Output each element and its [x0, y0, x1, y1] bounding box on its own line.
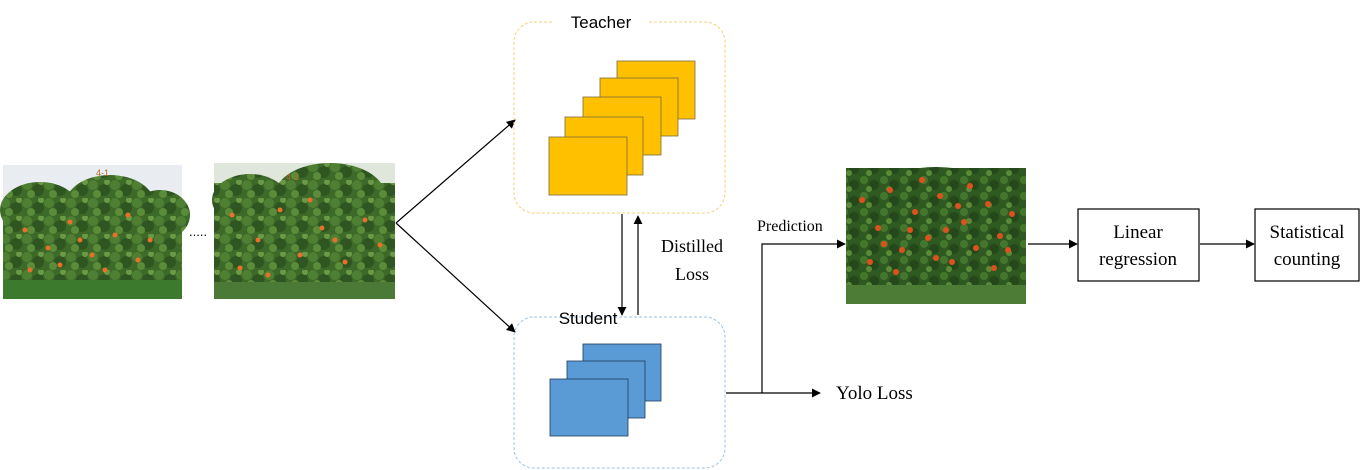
statistical-counting-box: Statistical counting — [1254, 208, 1360, 282]
student-model: Student — [513, 309, 726, 469]
orchard-photo-1: 4-1 — [0, 165, 190, 299]
arrow-to-student — [395, 222, 516, 333]
image-tag-2: 4-1 — [286, 172, 299, 182]
image-sequence-ellipsis: ..... — [189, 224, 207, 239]
arrow-to-teacher — [395, 119, 516, 224]
linear-regression-line1: Linear — [1113, 222, 1163, 243]
prediction-label: Prediction — [757, 218, 823, 235]
image-tag-1: 4-1 — [96, 168, 109, 178]
student-layer-stack — [549, 343, 662, 437]
teacher-layer-stack — [548, 60, 696, 196]
student-label: Student — [559, 309, 618, 328]
linear-regression-line2: regression — [1099, 249, 1178, 270]
linear-regression-box: Linear regression — [1077, 208, 1200, 282]
arrow-to-prediction — [761, 239, 846, 393]
yolo-loss-label: Yolo Loss — [836, 383, 913, 404]
prediction-photo — [846, 167, 1026, 304]
teacher-model: Teacher — [513, 9, 726, 214]
student-border — [513, 316, 726, 469]
orchard-photo-2: 4-1 — [212, 163, 395, 299]
statistical-counting-line1: Statistical — [1270, 222, 1345, 243]
distilled-loss-label-line2: Loss — [675, 264, 709, 284]
teacher-label: Teacher — [571, 13, 632, 32]
statistical-counting-line2: counting — [1274, 249, 1341, 270]
distilled-loss-label-line1: Distilled — [661, 236, 723, 256]
